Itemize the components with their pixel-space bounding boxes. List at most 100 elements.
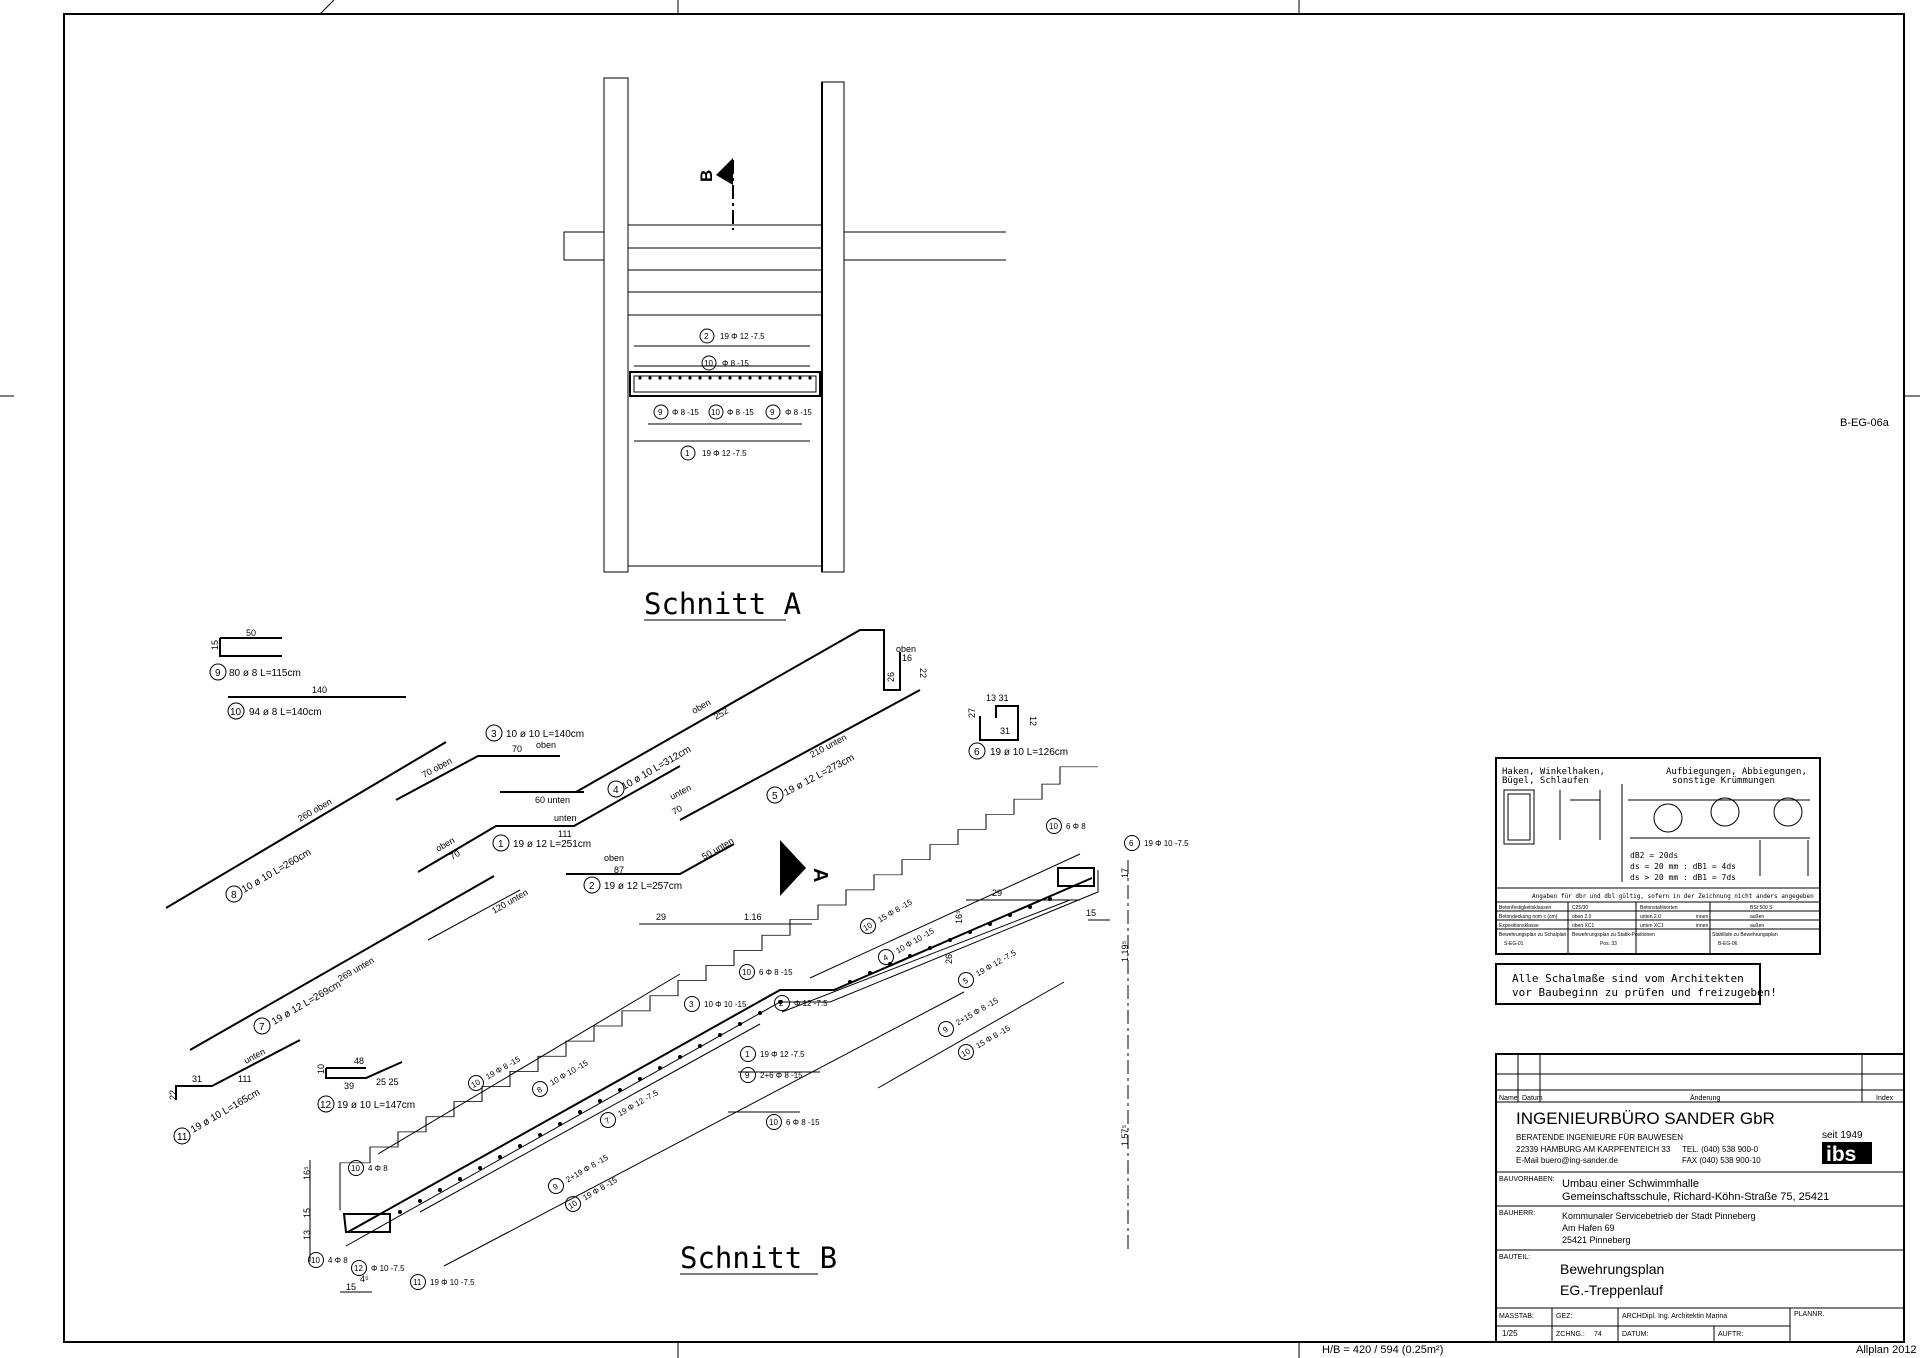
dim: 39 (344, 1081, 354, 1091)
callout-text: 15 Φ 8 -15 (876, 897, 914, 924)
callout-circle (410, 1274, 426, 1290)
callout-text: 19 Φ 8 -15 (484, 1054, 522, 1081)
dim: unten (668, 782, 693, 801)
bar-shape-5: 210 unten unten 70 5 19 ø 12 L=273cm (668, 689, 921, 821)
table-cell: Bewehrungsplan zu Statik-Positionen (1572, 932, 1655, 938)
table-cell: oben XC1 (1572, 923, 1594, 929)
callout-mark: 10 (862, 920, 875, 933)
callout-circle (766, 1114, 782, 1130)
callout-text: 4 Φ 8 (328, 1256, 348, 1265)
firm-subtitle: BERATENDE INGENIEURE FÜR BAUWESEN (1516, 1133, 1683, 1142)
callout-text: 19 Φ 12 -7.5 (974, 948, 1018, 978)
dim: 70 (670, 803, 684, 817)
label-project: BAUVORHABEN: (1499, 1176, 1555, 1183)
bar-text: Φ 8 -15 (785, 408, 812, 417)
project-line-2: Gemeinschaftsschule, Richard-Köhn-Straße… (1562, 1191, 1829, 1203)
bar-text: 10 ø 10 L=260cm (240, 847, 313, 896)
table-cell: B-EG-06 (1718, 941, 1738, 947)
software-label: Allplan 2012 (1856, 1344, 1917, 1356)
label-datum: DATUM: (1622, 1331, 1648, 1338)
dim: 31 (192, 1074, 202, 1084)
bar-text: 19 ø 10 L=147cm (337, 1100, 415, 1111)
table-cell: Pos. 33 (1600, 941, 1617, 947)
bar-mark: 12 (320, 1100, 332, 1111)
callout-text: 4 Φ 8 (368, 1164, 388, 1173)
note-line: Alle Schalmaße sind vom Architekten (1512, 972, 1744, 985)
title-block: Name Datum Änderung Index INGENIEURBÜRO … (1495, 1053, 1905, 1343)
note-heading: sonstige Krümmungen (1672, 776, 1775, 786)
firm-since: seit 1949 (1822, 1130, 1863, 1141)
bar-text: Φ 8 -15 (727, 408, 754, 417)
dim: 15 (210, 640, 220, 650)
dim: 13 (302, 1230, 312, 1240)
bar-shape-6: 13 31 27 12 31 6 19 ø 10 L=126cm (967, 693, 1068, 760)
dim: 1.19⁵ (1120, 940, 1130, 962)
callout-circle (351, 1260, 367, 1276)
bar-text: 94 ø 8 L=140cm (249, 707, 322, 718)
dim: 29 (992, 888, 1002, 898)
bar-mark: 11 (177, 1132, 188, 1143)
bar-text: Φ 8 -15 (672, 408, 699, 417)
part-line-1: Bewehrungsplan (1560, 1261, 1664, 1277)
section-a-bar-main: 1 19 Φ 12 -7.5 (680, 445, 747, 461)
table-cell: Bewehrungsplan zu Schalplan (1499, 932, 1566, 938)
note-formula: ds = 20 mm : dB1 = 4ds (1630, 862, 1736, 871)
dim: 50 unten (700, 836, 735, 862)
callout-text: 10 Φ 10 -15 (704, 1000, 747, 1009)
ibs-logo-text: ibs (1826, 1143, 1856, 1166)
firm-email: E-Mail buero@ing-sander.de (1516, 1156, 1619, 1165)
bar-mark: 2 (704, 332, 709, 341)
label-zchng: ZCHNG.: (1556, 1331, 1585, 1338)
section-b-callout: 5 19 Φ 12 -7.5 (958, 948, 1018, 988)
callout-circle (548, 1178, 564, 1194)
zchng-value: 74 (1594, 1331, 1602, 1338)
bar-shape-12: 48 39 25 25 10 12 19 ø 10 L=147cm (316, 1056, 415, 1113)
bar-text: 19 ø 12 L=251cm (513, 839, 591, 850)
dim: 31 (1000, 726, 1010, 736)
label-planno: PLANNR. (1794, 1311, 1824, 1318)
section-a-bar-bottom-c: 9 Φ 8 -15 (765, 404, 812, 420)
bar-mark: 1 (685, 449, 690, 458)
dim: 50 (246, 628, 256, 638)
note-heading: Bügel, Schlaufen (1502, 776, 1589, 786)
note-heading: Aufbiegungen, Abbiegungen, (1666, 767, 1807, 777)
callout-mark: 5 (961, 976, 970, 986)
callout-mark: 10 (960, 1046, 973, 1059)
callout-mark: 9 (941, 1025, 950, 1035)
bar-shape-3: 70 oben 70 oben 60 unten 3 10 ø 10 L=140… (395, 724, 584, 805)
section-b-cut-label: A (809, 868, 831, 882)
table-cell: Stahlliste zu Bewehrungsplan (1712, 932, 1778, 938)
dim: 16⁵ (302, 1166, 312, 1180)
callout-circle (1124, 835, 1140, 851)
callout-text: 19 Φ 10 -7.5 (1144, 839, 1189, 848)
bar-text: 19 ø 10 L=126cm (990, 747, 1068, 758)
dim: 13 31 (986, 693, 1009, 703)
callout-circle (958, 972, 974, 988)
label-drawn: GEZ: (1556, 1313, 1572, 1320)
table-cell: oben 2.0 (1572, 914, 1592, 920)
callout-text: 2+19 Φ 8 -15 (564, 1153, 610, 1185)
callout-text: Φ 10 -7.5 (371, 1264, 405, 1273)
note-formula: dB2 = 20ds (1630, 851, 1678, 860)
callout-mark: 9 (551, 1182, 560, 1192)
bar-text: 10 ø 10 L=140cm (506, 729, 584, 740)
col-name: Name (1499, 1095, 1518, 1102)
dim: 15 (346, 1282, 356, 1292)
dim: 4⁵ (360, 1274, 369, 1284)
dim: 16 (902, 653, 912, 663)
dim: oben (896, 644, 916, 654)
table-cell: außen (1750, 914, 1764, 920)
table-cell: Expositionsklasse (1499, 923, 1539, 929)
scale-value: 1/25 (1502, 1329, 1518, 1338)
section-b-callout: 410 Φ 10 -15 (878, 926, 936, 965)
callout-text: 2+6 Φ 8 -15 (760, 1071, 803, 1080)
dim: 22 (918, 668, 928, 678)
